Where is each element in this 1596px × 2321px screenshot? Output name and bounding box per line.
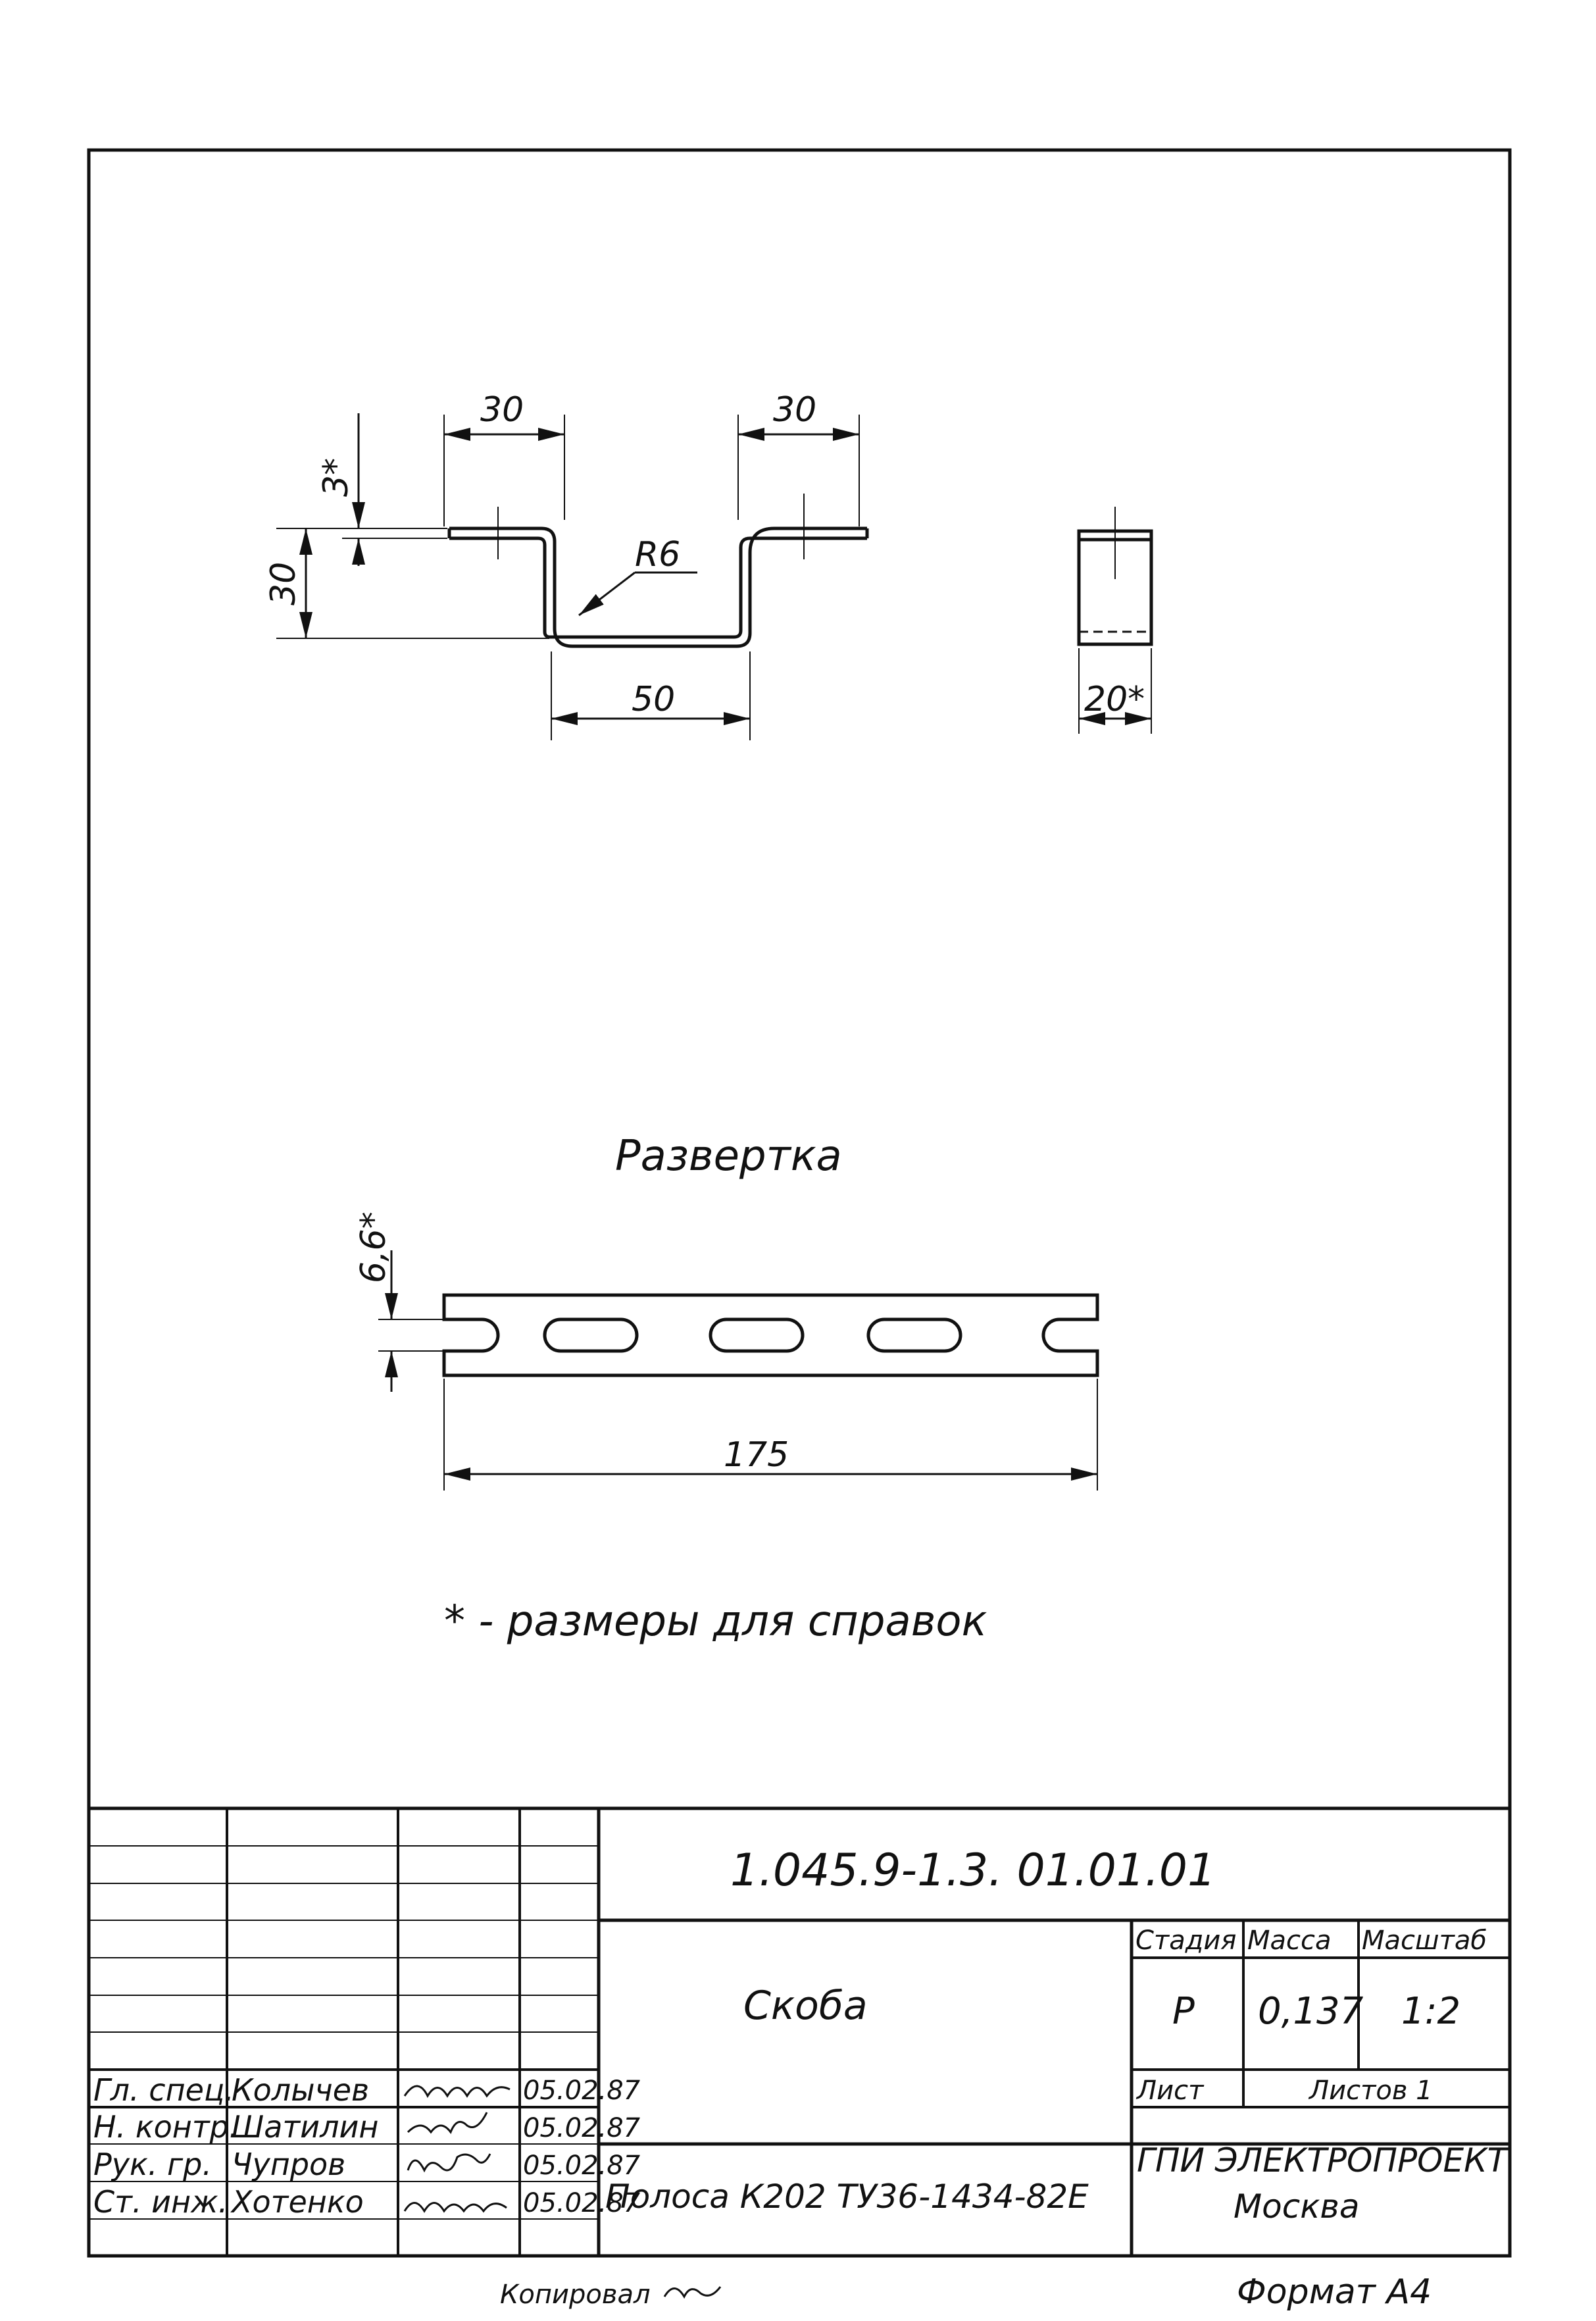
- copied-by: Копировал: [500, 2280, 651, 2310]
- flat-pattern: 175 6,6*: [354, 1212, 1099, 1491]
- header-mass: Масса: [1247, 1926, 1332, 1956]
- name-3: Чупров: [232, 2147, 345, 2182]
- signature-4: [403, 2202, 507, 2213]
- material-spec: Полоса К202 ТУ36-1434-82Е: [605, 2178, 1089, 2216]
- copier-signature: [663, 2286, 722, 2299]
- dim-top-right: 30: [773, 390, 816, 430]
- dim-thickness-ref: 3*: [316, 458, 356, 497]
- header-sheet: Лист: [1135, 2076, 1205, 2106]
- sheet-format: Формат А4: [1237, 2272, 1432, 2312]
- title-block: 1.045.9-1.3. 01.01.01 Скоба Полоса К202 …: [89, 1806, 1510, 2256]
- dim-top-left: 30: [480, 390, 524, 430]
- part-name: Скоба: [743, 1983, 868, 2029]
- name-4: Хотенко: [230, 2184, 364, 2220]
- signature-1: [403, 2085, 511, 2099]
- dim-bottom-width: 50: [632, 680, 675, 719]
- dim-bend-radius: R6: [635, 535, 680, 574]
- dim-side-width: 20*: [1084, 680, 1145, 719]
- dim-height: 30: [264, 562, 303, 605]
- organization-city: Москва: [1234, 2187, 1360, 2226]
- flat-pattern-label: Развертка: [615, 1132, 842, 1181]
- signature-2: [407, 2112, 488, 2135]
- value-scale: 1:2: [1401, 1990, 1460, 2033]
- bracket-side-view: 30 30 50 R6 30 3*: [264, 390, 869, 740]
- role-4: Ст. инж.: [93, 2184, 228, 2220]
- dim-flat-slot-width: 6,6*: [354, 1212, 393, 1283]
- name-2: Шатилин: [232, 2109, 378, 2145]
- header-scale: Масштаб: [1362, 1926, 1487, 1956]
- signature-3: [407, 2153, 491, 2173]
- date-2: 05.02.87: [523, 2113, 641, 2143]
- bracket-end-view: 20*: [1077, 507, 1153, 734]
- role-1: Гл. спец.: [93, 2072, 234, 2108]
- reference-note: * - размеры для справок: [444, 1597, 987, 1646]
- header-sheets: Листов 1: [1308, 2076, 1433, 2106]
- organization-name: ГПИ ЭЛЕКТРОПРОЕКТ: [1137, 2141, 1510, 2180]
- dim-flat-length: 175: [724, 1435, 789, 1475]
- value-mass: 0,137: [1258, 1990, 1364, 2033]
- date-1: 05.02.87: [523, 2076, 641, 2106]
- header-stage: Стадия: [1135, 1926, 1236, 1956]
- value-stage: Р: [1172, 1990, 1195, 2033]
- name-1: Колычев: [232, 2072, 369, 2108]
- drawing-frame: [87, 148, 1512, 2258]
- role-3: Рук. гр.: [93, 2147, 212, 2182]
- date-4: 05.02.87: [523, 2188, 641, 2218]
- drawing-designation: 1.045.9-1.3. 01.01.01: [730, 1845, 1216, 1897]
- date-3: 05.02.87: [523, 2151, 641, 2181]
- role-2: Н. контр.: [93, 2109, 238, 2145]
